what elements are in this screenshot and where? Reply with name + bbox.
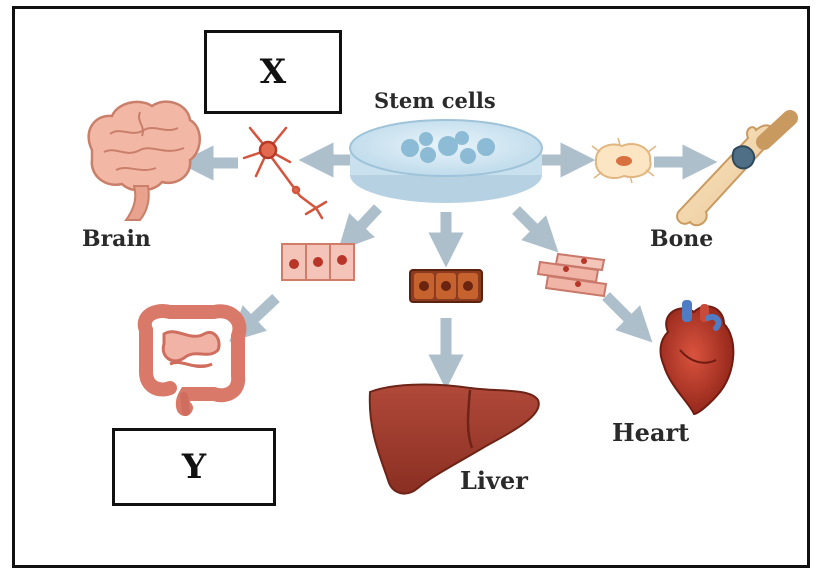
intestine-icon [145,311,240,412]
brain-label: Brain [82,226,151,252]
unknown-box-x: X [204,30,342,114]
box-y-label: Y [182,447,206,487]
heart-label: Heart [612,418,689,447]
bone-label: Bone [650,226,713,252]
arrow-muscle-to-heart [606,296,640,330]
arrow-stem-to-epithelial [350,208,378,238]
liver-label: Liver [460,466,528,495]
epithelial-cells-icon [282,244,354,280]
liver-cells-icon [410,270,482,302]
unknown-box-y: Y [112,428,276,506]
brain-icon [89,102,200,220]
bone-cell-icon [592,138,656,183]
box-x-label: X [260,52,286,92]
heart-icon [661,300,734,414]
stem-cells-label: Stem cells [374,88,496,113]
arrow-stem-to-muscle [516,210,546,240]
bone-icon [677,118,790,225]
neuron-icon [244,128,326,218]
petri-dish-icon [350,120,542,203]
cardiac-muscle-cells-icon [538,254,606,296]
arrow-epithelial-to-intestine [242,298,276,330]
